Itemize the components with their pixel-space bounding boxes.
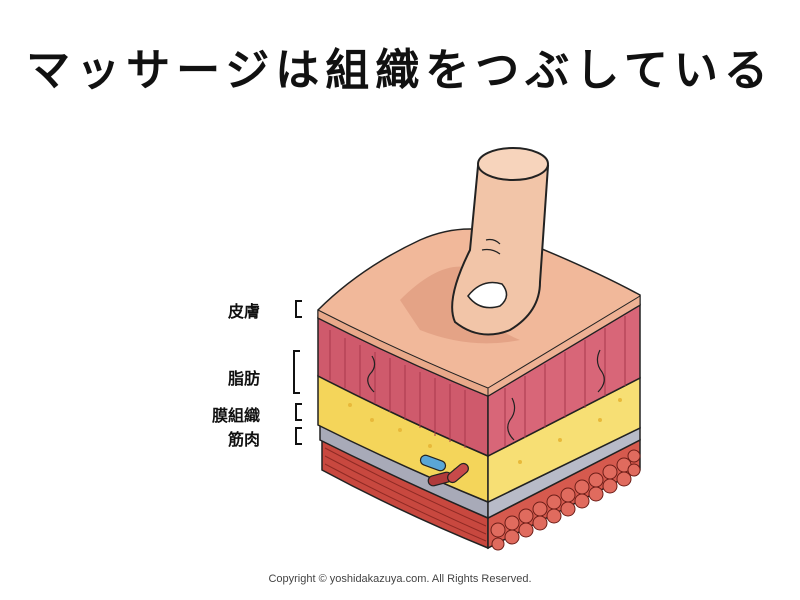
muscle-layer [321, 438, 641, 551]
muscle-bracket [295, 427, 302, 445]
blood-vessels [419, 454, 469, 487]
fat-bracket [293, 350, 300, 394]
muscle-bundle-ends [490, 449, 641, 551]
finger-illustration [451, 147, 550, 336]
muscle-label: 筋肉 [227, 430, 260, 449]
page-title: マッサージは組織をつぶしている [26, 45, 774, 96]
skin-label: 皮膚 [227, 302, 260, 321]
fascia-bracket [295, 403, 302, 421]
dermis-layer [317, 303, 641, 458]
fat-layer [317, 374, 641, 504]
nerve-lines [367, 349, 605, 441]
copyright-text: Copyright © yoshidakazuya.com. All Right… [268, 573, 532, 585]
skin-bracket [295, 300, 302, 318]
dermis-stripes [329, 316, 626, 448]
fat-label: 脂肪 [227, 369, 260, 388]
muscle-fiber-lines [324, 447, 487, 542]
fascia-label: 膜組織 [211, 406, 260, 425]
